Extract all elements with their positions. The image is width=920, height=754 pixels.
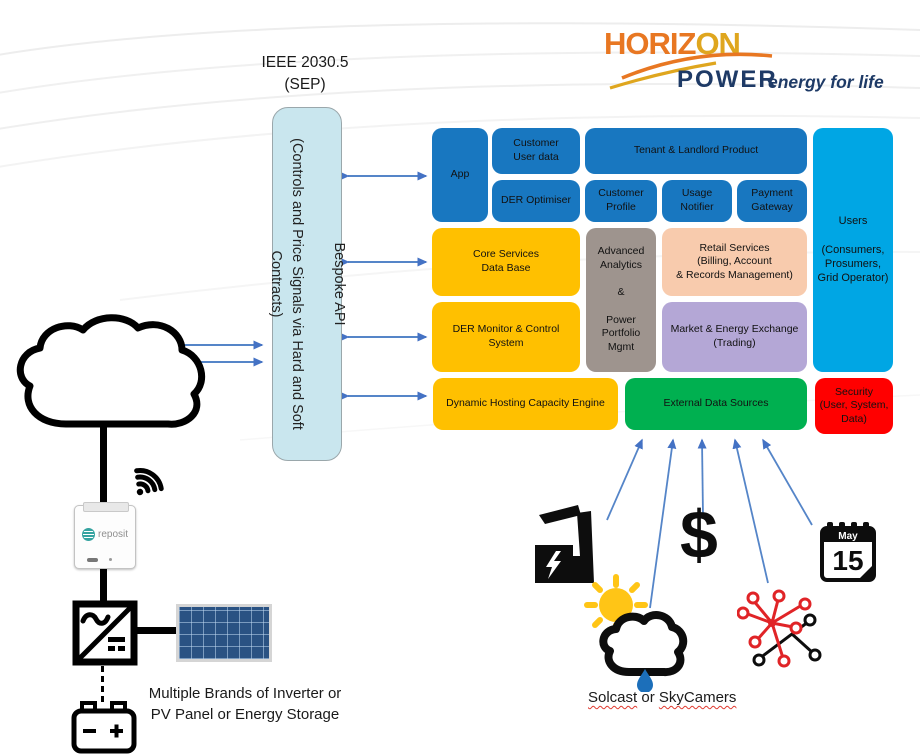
- box-external-data: External Data Sources: [625, 378, 807, 430]
- box-tenant-landlord: Tenant & Landlord Product: [585, 128, 807, 174]
- box-usage-notifier: Usage Notifier: [662, 180, 732, 222]
- logo-word-horiz: HORIZ: [604, 26, 696, 61]
- calendar-day: 15: [832, 545, 863, 576]
- box-app: App: [432, 128, 488, 222]
- box-security: Security (User, System, Data): [815, 378, 893, 434]
- cloud-to-device-line: [100, 424, 107, 506]
- bespoke-api-subtitle: (Controls and Price Signals via Hard and…: [267, 138, 305, 430]
- device-to-inverter-line: [100, 566, 107, 604]
- box-retail-services: Retail Services (Billing, Account & Reco…: [662, 228, 807, 296]
- box-payment-gateway: Payment Gateway: [737, 180, 807, 222]
- reposit-brand-label: reposit: [97, 529, 128, 540]
- skycamers-word: SkyCamers: [658, 689, 737, 706]
- weather-sun-cloud-icon: [584, 574, 688, 692]
- box-customer-user-data: Customer User data: [492, 128, 580, 174]
- box-users: Users (Consumers, Prosumers, Grid Operat…: [813, 128, 893, 372]
- reposit-controller-device: reposit: [74, 502, 136, 569]
- box-market-exchange: Market & Energy Exchange (Trading): [662, 302, 807, 372]
- box-dynamic-hosting: Dynamic Hosting Capacity Engine: [433, 378, 618, 430]
- cloud-icon: [16, 314, 206, 428]
- arrow-factory-to-external-data: [606, 438, 643, 521]
- solcast-word: Solcast: [588, 689, 638, 706]
- box-customer-profile: Customer Profile: [585, 180, 657, 222]
- device-port: [87, 558, 98, 562]
- bespoke-api-label: Bespoke API (Controls and Price Signals …: [244, 114, 370, 454]
- inverter-to-battery-dashed-line: [101, 666, 104, 702]
- reposit-logo-icon: [81, 528, 95, 541]
- arrow-calendar-to-external-data: [762, 438, 813, 526]
- arrow-weather-to-external-data: [649, 438, 677, 609]
- logo-tagline: energy for life: [768, 72, 884, 92]
- solar-panel-icon: [176, 604, 272, 662]
- device-top-tab: [83, 502, 129, 512]
- box-der-optimiser: DER Optimiser: [492, 180, 580, 222]
- inverter-icon: [72, 600, 138, 666]
- protocol-label: IEEE 2030.5 (SEP): [261, 54, 349, 94]
- price-dollar-icon: $: [680, 497, 718, 573]
- battery-icon: [71, 701, 137, 754]
- hardware-caption: Multiple Brands of Inverter or PV Panel …: [148, 685, 342, 723]
- box-der-monitor: DER Monitor & Control System: [432, 302, 580, 372]
- network-graph-icon: [737, 589, 822, 668]
- bespoke-api-box: Bespoke API (Controls and Price Signals …: [268, 107, 347, 461]
- logo-swoosh: [609, 52, 773, 90]
- power-station-icon: [535, 505, 594, 583]
- calendar-icon: May 15: [820, 522, 876, 582]
- logo-word-power: POWER: [677, 66, 778, 93]
- wifi-icon: [134, 468, 164, 496]
- calendar-month: May: [838, 531, 858, 542]
- arrow-network-to-external-data: [732, 438, 769, 584]
- arrow-price-to-external-data: [697, 438, 707, 517]
- inverter-to-panel-line: [134, 627, 176, 634]
- solcast-or: or: [637, 689, 659, 706]
- box-core-services: Core Services Data Base: [432, 228, 580, 296]
- bespoke-api-title: Bespoke API: [331, 242, 348, 326]
- solcast-caption: Solcast or SkyCamers: [588, 687, 736, 708]
- device-led: [109, 558, 112, 561]
- box-advanced-analytics: Advanced Analytics & Power Portfolio Mgm…: [586, 228, 656, 372]
